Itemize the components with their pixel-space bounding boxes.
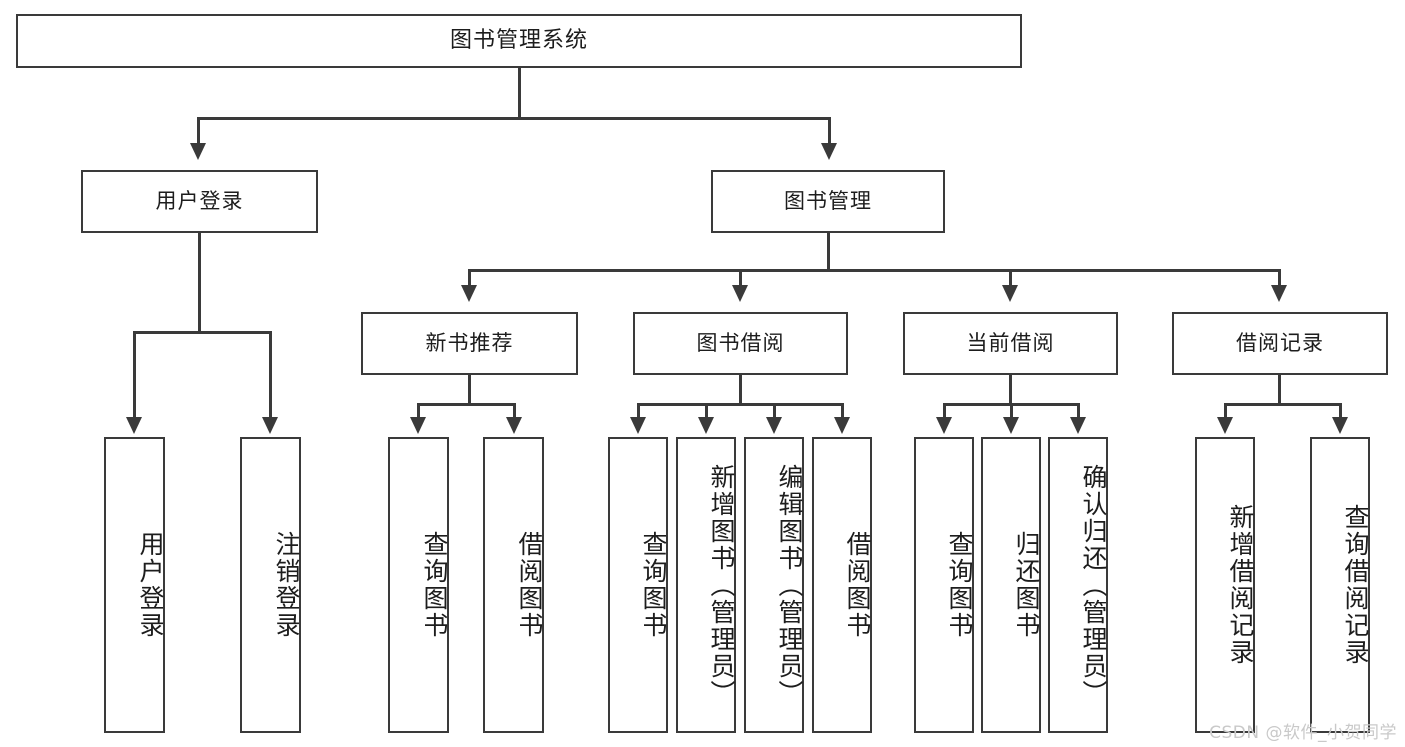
leaf-user-login[interactable]: 用户登录 [104,437,165,733]
connector-user-login-bus [133,331,271,334]
node-label: 新书推荐 [425,330,514,355]
leaf-br-query-record[interactable]: 查询借阅记录 [1310,437,1370,733]
node-current-borrow[interactable]: 当前借阅 [903,312,1118,375]
arrow-to-book-management [821,143,837,160]
node-label: 当前借阅 [966,330,1055,355]
connector-nbr-leaf-1 [417,403,420,419]
connector-book-borrow-stem [739,375,742,405]
node-label: 图书管理 [784,188,872,213]
connector-br-leaf-2 [1339,403,1342,419]
connector-bb-leaf-1 [637,403,640,419]
arrow-to-leaf-bb-query-book [630,417,646,434]
connector-cb-leaf-1 [943,403,946,419]
connector-root-bus [197,117,830,120]
arrow-to-leaf-bb-borrow-book [834,417,850,434]
arrow-to-leaf-nbr-borrow-book [506,417,522,434]
arrow-to-book-borrow [732,285,748,302]
connector-user-login-leaf-1 [133,331,136,419]
leaf-bb-query-book[interactable]: 查询图书 [608,437,668,733]
arrow-to-leaf-cb-confirm-return [1070,417,1086,434]
leaf-nbr-borrow-book[interactable]: 借阅图书 [483,437,544,733]
node-label: 图书借阅 [696,330,785,355]
node-label: 查询图书 [639,531,668,639]
node-label: 用户登录 [136,531,165,639]
node-label: 注销登录 [272,531,301,639]
leaf-bb-borrow-book[interactable]: 借阅图书 [812,437,872,733]
connector-current-borrow-stem [1009,375,1012,405]
leaf-nbr-query-book[interactable]: 查询图书 [388,437,449,733]
node-borrow-record[interactable]: 借阅记录 [1172,312,1388,375]
leaf-logout[interactable]: 注销登录 [240,437,301,733]
arrow-to-new-book-recommend [461,285,477,302]
node-label: 用户登录 [155,188,244,213]
node-book-borrow[interactable]: 图书借阅 [633,312,848,375]
connector-borrow-record-stem [1278,375,1281,405]
arrow-to-leaf-bb-edit-book [766,417,782,434]
arrow-to-borrow-record [1271,285,1287,302]
node-label: 确认归还（管理员） [1079,463,1108,707]
leaf-cb-return-book[interactable]: 归还图书 [981,437,1041,733]
arrow-to-leaf-bb-add-book [698,417,714,434]
arrow-to-leaf-br-query-record [1332,417,1348,434]
node-label: 新增图书（管理员） [707,463,736,707]
node-label: 查询图书 [945,531,974,639]
leaf-bb-edit-book[interactable]: 编辑图书（管理员） [744,437,804,733]
csdn-watermark: CSDN @软件_小贺同学 [1209,723,1397,743]
connector-br-leaf-1 [1224,403,1227,419]
node-user-login[interactable]: 用户登录 [81,170,318,233]
arrow-to-user-login [190,143,206,160]
node-label: 新增借阅记录 [1226,504,1255,666]
connector-to-book-borrow [739,269,742,287]
connector-new-book-recommend-bus [417,403,516,406]
node-new-book-recommend[interactable]: 新书推荐 [361,312,578,375]
connector-to-current-borrow [1009,269,1012,287]
node-label: 查询图书 [420,531,449,639]
arrow-to-leaf-br-add-record [1217,417,1233,434]
connector-cb-leaf-2 [1010,403,1013,419]
node-label: 借阅图书 [843,531,872,639]
arrow-to-leaf-nbr-query-book [410,417,426,434]
arrow-to-leaf-cb-query-book [936,417,952,434]
node-label: 图书管理系统 [449,27,588,53]
connector-root-stem [518,68,521,118]
connector-bb-leaf-4 [841,403,844,419]
arrow-to-leaf-user-login [126,417,142,434]
leaf-cb-confirm-return[interactable]: 确认归还（管理员） [1048,437,1108,733]
node-book-management[interactable]: 图书管理 [711,170,945,233]
node-label: 借阅图书 [515,531,544,639]
connector-bb-leaf-3 [773,403,776,419]
connector-book-borrow-bus [637,403,844,406]
connector-nbr-leaf-2 [513,403,516,419]
connector-user-login-leaf-2 [269,331,272,419]
node-label: 编辑图书（管理员） [775,463,804,707]
connector-level3-bus [468,269,1280,272]
connector-book-management-stem [827,233,830,271]
node-label: 借阅记录 [1236,330,1324,355]
arrow-to-current-borrow [1002,285,1018,302]
connector-root-to-book-management [828,117,831,145]
node-root-book-management-system[interactable]: 图书管理系统 [16,14,1022,68]
connector-root-to-user-login [197,117,200,145]
connector-to-borrow-record [1278,269,1281,287]
node-label: 归还图书 [1012,531,1041,639]
arrow-to-leaf-cb-return-book [1003,417,1019,434]
connector-new-book-recommend-stem [468,375,471,405]
connector-cb-leaf-3 [1077,403,1080,419]
connector-borrow-record-bus [1224,403,1341,406]
node-label: 查询借阅记录 [1341,504,1370,666]
arrow-to-leaf-logout [262,417,278,434]
connector-to-new-book-recommend [468,269,471,287]
connector-bb-leaf-2 [705,403,708,419]
leaf-bb-add-book[interactable]: 新增图书（管理员） [676,437,736,733]
leaf-br-add-record[interactable]: 新增借阅记录 [1195,437,1255,733]
connector-user-login-stem [198,233,201,333]
leaf-cb-query-book[interactable]: 查询图书 [914,437,974,733]
